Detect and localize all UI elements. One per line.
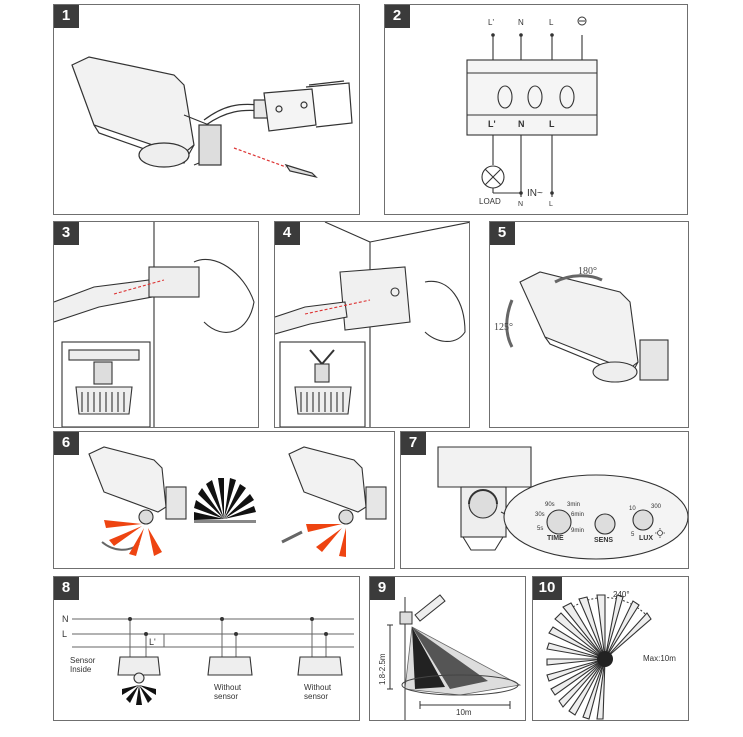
- time-mark-5: 5s: [537, 526, 543, 532]
- step-4-panel: 4: [274, 221, 470, 428]
- screw-mount-illustration: [54, 222, 255, 427]
- time-mark-2: 3min: [567, 502, 580, 508]
- block-label-l: L: [549, 119, 555, 129]
- without-sensor-label-1: Without: [214, 683, 242, 692]
- rotation-illustration: 180° 125°: [494, 266, 669, 383]
- step-2-panel: 2 L' N L L' N L LOAD IN: [384, 4, 688, 215]
- sun-icon: [655, 528, 665, 538]
- step-number: 2: [385, 5, 410, 28]
- top-label-n: N: [518, 18, 524, 27]
- l-line-label: L: [62, 629, 67, 639]
- lux-label: LUX: [639, 535, 653, 542]
- lux-mark-1: 10: [629, 506, 636, 512]
- block-label-n: N: [518, 119, 525, 129]
- without-sensor-label-3: Without: [304, 683, 332, 692]
- time-mark-1: 90s: [545, 502, 555, 508]
- step-number: 1: [54, 5, 79, 28]
- time-label: TIME: [547, 535, 564, 542]
- sens-label: SENS: [594, 537, 613, 544]
- time-mark-6: 9min: [571, 528, 584, 534]
- wiring-diagram: L' N L L' N L LOAD IN~ N L: [466, 16, 598, 208]
- corner-mount-illustration: [275, 222, 469, 427]
- bottom-label-l: L: [549, 201, 553, 208]
- load-label: LOAD: [479, 197, 501, 206]
- step-number: 3: [54, 222, 79, 245]
- sensor-inside-label-1: Sensor: [70, 656, 96, 665]
- step-number: 8: [54, 577, 79, 600]
- coverage-angle: 240°: [613, 590, 630, 599]
- time-mark-3: 30s: [535, 512, 545, 518]
- l-prime-label: L': [149, 637, 156, 647]
- height-label: 1.8-2.5m: [378, 653, 387, 685]
- block-label-lprime: L': [488, 119, 496, 129]
- step-number: 9: [370, 577, 395, 600]
- n-line-label: N: [62, 614, 69, 624]
- vertical-angle: 125°: [494, 322, 513, 333]
- step-7-panel: 7 90s 3min 30s 6min 5s 9min TIME SENS 10…: [400, 431, 689, 569]
- multi-light-wiring-diagram: N L L' Sensor Inside Without sensor With…: [62, 614, 354, 705]
- distance-label: 10m: [456, 708, 472, 717]
- step-10-panel: 10 240° Max:10m: [532, 576, 689, 721]
- coverage-fan-diagram: 240° Max:10m: [546, 590, 676, 720]
- controls-illustration: 90s 3min 30s 6min 5s 9min TIME SENS 10 3…: [437, 446, 688, 560]
- without-sensor-label-4: sensor: [304, 692, 328, 701]
- top-label-lprime: L': [488, 18, 494, 27]
- step-5-panel: 5 180° 125°: [489, 221, 689, 428]
- step-1-panel: 1: [53, 4, 360, 215]
- step-number: 4: [275, 222, 300, 245]
- step-8-panel: 8 N L L' Sensor In: [53, 576, 360, 721]
- coverage-max: Max:10m: [643, 654, 676, 663]
- detection-range-illustration: 1.8-2.5m 10m: [378, 594, 522, 720]
- ground-icon: [577, 16, 587, 26]
- input-label: IN~: [527, 188, 543, 199]
- step-number: 7: [401, 432, 426, 455]
- step-number: 6: [54, 432, 79, 455]
- time-mark-4: 6min: [571, 512, 584, 518]
- detection-zone-illustration: [88, 446, 387, 557]
- top-label-l: L: [549, 18, 554, 27]
- without-sensor-label-2: sensor: [214, 692, 238, 701]
- step-number: 5: [490, 222, 515, 245]
- lux-mark-2: 300: [651, 504, 662, 510]
- lux-mark-3: 5: [631, 532, 635, 538]
- sensor-inside-label-2: Inside: [70, 665, 92, 674]
- step-9-panel: 9 1.8-2.5m 10m: [369, 576, 526, 721]
- step-3-panel: 3: [53, 221, 259, 428]
- step-number: 10: [533, 577, 562, 600]
- bottom-label-n: N: [518, 201, 523, 208]
- mounting-illustration: [71, 56, 353, 179]
- horizontal-angle: 180°: [578, 266, 597, 277]
- step-6-panel: 6: [53, 431, 395, 569]
